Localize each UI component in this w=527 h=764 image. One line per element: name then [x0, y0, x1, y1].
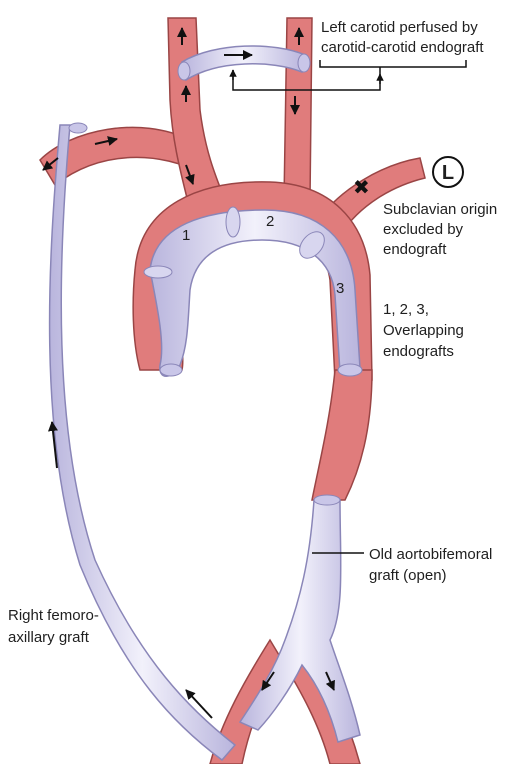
graft-end-cap — [338, 364, 362, 376]
femoro-label-line-1: Right femoro- — [8, 607, 99, 624]
graft-end-cap — [178, 62, 190, 80]
excluded-marker-icon: ✖ — [353, 175, 370, 199]
subclavian-label-line-3: endograft — [383, 241, 447, 258]
graft-end-cap — [298, 54, 310, 72]
carotid-label-line-2: carotid-carotid endograft — [321, 39, 484, 56]
side-marker-label: L — [442, 162, 454, 184]
overlap-label-line-3: endografts — [383, 343, 454, 360]
old-graft-label-line-2: graft (open) — [369, 567, 447, 584]
endograft-seam — [226, 207, 240, 237]
carotid-label-bracket — [320, 60, 466, 67]
endograft-number-1: 1 — [182, 227, 190, 244]
left-carotid-artery — [284, 18, 312, 200]
subclavian-label-line-2: excluded by — [383, 221, 464, 238]
subclavian-label-line-1: Subclavian origin — [383, 201, 497, 218]
right-carotid-artery — [168, 18, 225, 210]
old-graft-label-line-1: Old aortobifemoral — [369, 546, 492, 563]
artery-group — [40, 18, 425, 764]
overlap-label-line-1: 1, 2, 3, — [383, 301, 429, 318]
descending-aorta — [312, 370, 372, 500]
graft-end-cap — [160, 364, 182, 376]
carotid-label-line-1: Left carotid perfused by — [321, 19, 478, 36]
endograft-seam — [144, 266, 172, 278]
overlap-label-line-2: Overlapping — [383, 322, 464, 339]
graft-end-cap — [314, 495, 340, 505]
graft-end-cap — [69, 123, 87, 133]
endograft-number-3: 3 — [336, 280, 344, 297]
femoro-label-line-2: axillary graft — [8, 629, 90, 646]
endograft-number-2: 2 — [266, 213, 274, 230]
aortobifemoral-graft — [240, 500, 360, 742]
